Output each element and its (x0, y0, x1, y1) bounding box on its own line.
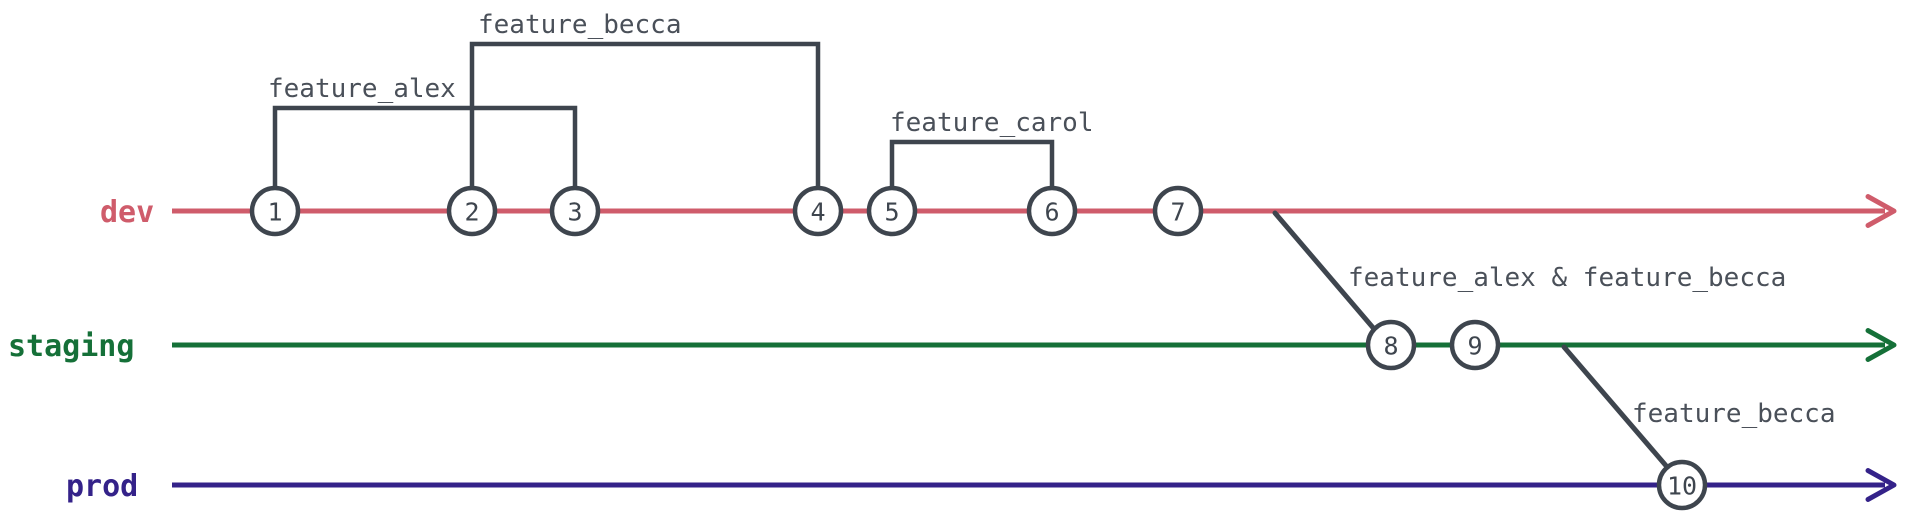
branch-arrow-staging (1865, 328, 1897, 362)
commit-node-3[interactable]: 3 (549, 185, 601, 237)
branch-label-dev: dev (100, 195, 154, 230)
commit-circle-8 (1365, 319, 1417, 371)
commit-number-7: 7 (1170, 198, 1185, 227)
commit-circle-9 (1449, 319, 1501, 371)
commit-number-1: 1 (267, 198, 282, 227)
merge-line-merge-dev-to-staging (1272, 210, 1378, 333)
feature-bracket-feature_alex (272, 105, 578, 188)
commit-circle-4 (792, 185, 844, 237)
branch-arrow-prod (1865, 468, 1897, 502)
merge-line-merge-staging-to-prod (1561, 344, 1671, 471)
feature-brackets-layer (272, 41, 1055, 188)
commit-node-10[interactable]: 10 (1656, 459, 1708, 511)
commit-circle-6 (1026, 185, 1078, 237)
commit-node-4[interactable]: 4 (792, 185, 844, 237)
commit-node-7[interactable]: 7 (1152, 185, 1204, 237)
commit-node-8[interactable]: 8 (1365, 319, 1417, 371)
commit-circle-2 (446, 185, 498, 237)
branch-label-staging: staging (8, 329, 134, 364)
feature-bracket-feature_carol (889, 139, 1055, 188)
feature-bracket-feature_becca (469, 41, 821, 188)
commit-number-5: 5 (884, 198, 899, 227)
commit-nodes-layer: 1 2 3 4 5 6 7 8 9 10 (249, 185, 1708, 511)
text-labels-layer: devstagingprodfeature_alexfeature_beccaf… (8, 10, 1836, 504)
commit-number-6: 6 (1044, 198, 1059, 227)
commit-circle-10 (1656, 459, 1708, 511)
feature-label-feature_alex: feature_alex (268, 74, 456, 104)
commit-node-9[interactable]: 9 (1449, 319, 1501, 371)
merge-label-merge-dev-to-staging: feature_alex & feature_becca (1348, 263, 1786, 293)
commit-number-9: 9 (1467, 332, 1482, 361)
feature-label-feature_becca: feature_becca (478, 10, 682, 40)
branch-arrow-dev (1865, 194, 1897, 228)
commit-node-5[interactable]: 5 (866, 185, 918, 237)
commit-circle-5 (866, 185, 918, 237)
merge-label-merge-staging-to-prod: feature_becca (1632, 399, 1836, 429)
branch-lines-layer (172, 194, 1897, 502)
branch-label-prod: prod (66, 469, 138, 504)
commit-number-10: 10 (1667, 472, 1697, 501)
commit-number-2: 2 (464, 198, 479, 227)
commit-node-1[interactable]: 1 (249, 185, 301, 237)
commit-number-3: 3 (567, 198, 582, 227)
commit-node-6[interactable]: 6 (1026, 185, 1078, 237)
commit-circle-7 (1152, 185, 1204, 237)
commit-number-4: 4 (810, 198, 825, 227)
commit-node-2[interactable]: 2 (446, 185, 498, 237)
feature-label-feature_carol: feature_carol (890, 108, 1094, 138)
commit-circle-3 (549, 185, 601, 237)
commit-number-8: 8 (1383, 332, 1398, 361)
merge-lines-layer (1272, 210, 1671, 471)
commit-circle-1 (249, 185, 301, 237)
